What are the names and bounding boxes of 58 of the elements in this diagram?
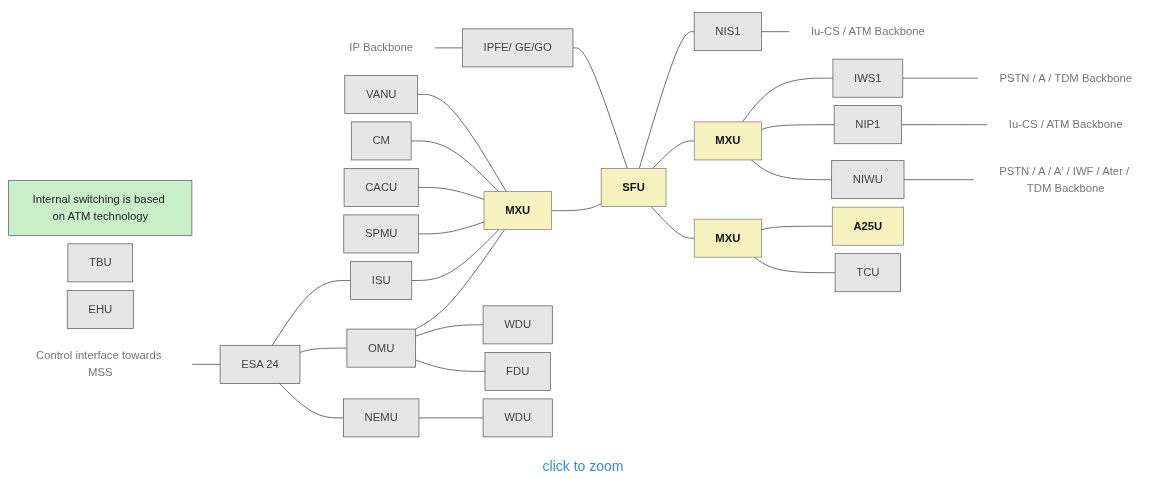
node-box: ISU (350, 261, 413, 301)
node-box: TBU (67, 243, 134, 283)
node-box: A25U (831, 207, 904, 246)
zoom-hint-text: click to zoom (542, 458, 624, 474)
node-box: TCU (834, 253, 901, 293)
node-text: Control interface towards MSS (36, 349, 162, 379)
connector (417, 94, 507, 193)
connector (418, 221, 485, 235)
connector (433, 47, 463, 49)
node-box: WDU (482, 398, 553, 438)
connector (761, 31, 791, 33)
node-text: Iu-CS / ATM Backbone (810, 25, 925, 38)
node-box: NIP1 (833, 105, 902, 145)
connector (903, 179, 975, 181)
connector (652, 140, 695, 169)
connector (742, 78, 834, 123)
connector (551, 203, 602, 212)
connector (415, 324, 484, 337)
node-box: SFU (600, 168, 667, 208)
node-text: PSTN / A / TDM Backbone (999, 72, 1133, 85)
connector (761, 226, 833, 231)
node-box: CACU (343, 168, 419, 208)
connector (271, 280, 351, 346)
node-text: Iu-CS / ATM Backbone (1008, 118, 1123, 131)
node-box: IWS1 (832, 59, 904, 98)
node-box: NIWU (831, 160, 905, 200)
node-box: EHU (66, 290, 134, 329)
node-text: IP Backbone (349, 41, 414, 54)
node-box: IPFE/ GE/GO (462, 28, 574, 68)
node-box: MXU (483, 191, 552, 231)
connector (417, 187, 485, 200)
node-box: Internal switching is based on ATM technology (8, 180, 193, 236)
node-box: WDU (482, 305, 553, 345)
connector (278, 383, 344, 419)
node-box: FDU (484, 352, 551, 391)
node-box: ESA 24 (219, 345, 301, 384)
node-box: CM (350, 121, 412, 161)
connector (638, 31, 695, 169)
connector (901, 124, 988, 126)
node-box: NEMU (343, 398, 420, 438)
node-box: MXU (693, 219, 762, 258)
node-box: OMU (346, 328, 416, 368)
connector (299, 348, 348, 353)
connector (751, 159, 832, 181)
connector (761, 124, 835, 131)
connector (415, 229, 505, 330)
connector (415, 359, 486, 372)
connector (191, 364, 221, 365)
node-box: SPMU (343, 214, 419, 254)
connector (410, 140, 500, 193)
node-box: VANU (344, 75, 418, 114)
node-box: MXU (693, 121, 762, 161)
connector (650, 206, 695, 239)
node-text: PSTN / A / A' / IWF / Ater / TDM Backbone (999, 165, 1130, 194)
connector (572, 47, 628, 169)
connector (753, 257, 836, 274)
node-box: NIS1 (693, 12, 762, 52)
connector (411, 229, 500, 282)
